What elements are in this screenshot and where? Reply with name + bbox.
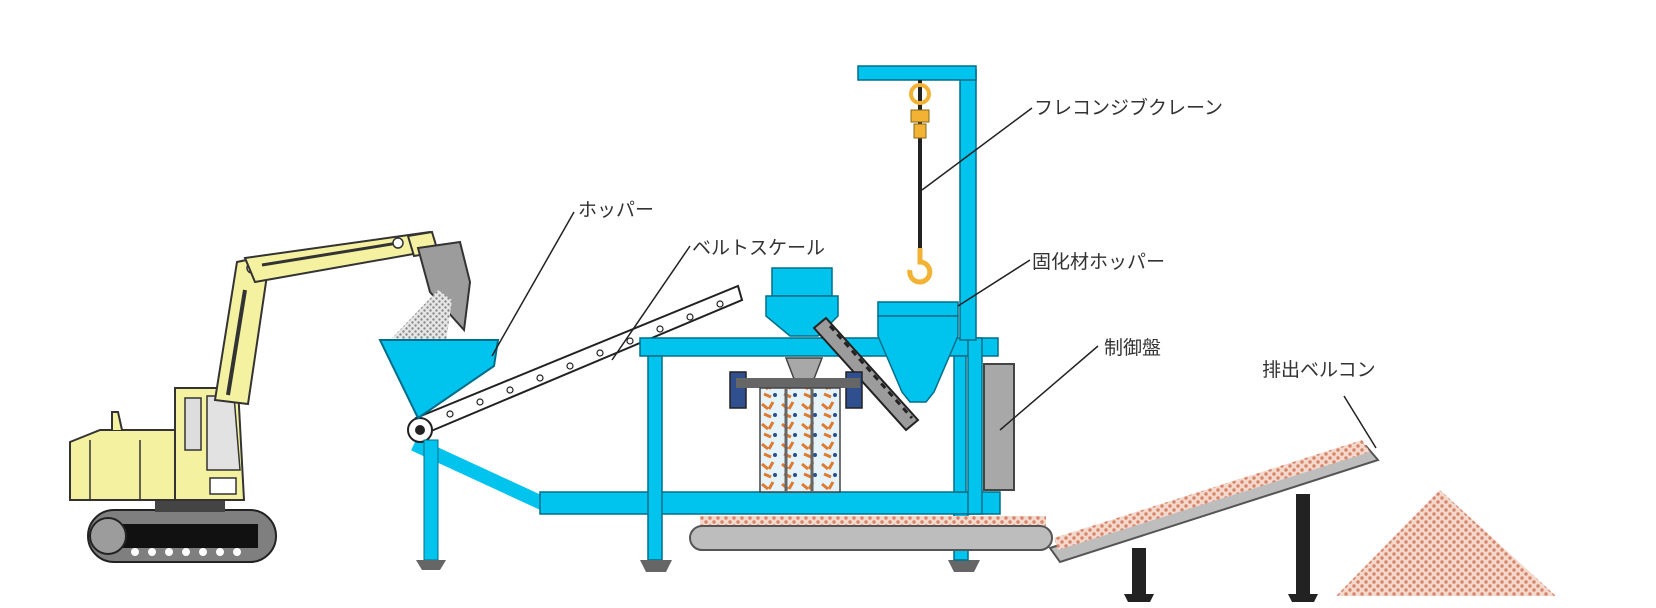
label-belt-scale: ベルトスケール [692, 237, 825, 259]
control-panel [983, 363, 1015, 491]
leader-lines [491, 107, 1377, 449]
excavator-track [87, 509, 277, 563]
main-frame [539, 65, 1001, 561]
belt-conveyor [407, 284, 744, 570]
upper-hook-icon [909, 83, 931, 139]
label-control-panel: 制御盤 [1104, 337, 1161, 359]
feed-hopper [378, 339, 500, 420]
falling-soil [392, 290, 452, 342]
excavator-bucket [416, 240, 472, 333]
discharge-conveyor [1046, 440, 1380, 602]
bottom-conveyor [689, 516, 1053, 551]
excavator-body [69, 387, 246, 512]
jib-crane-hoist [907, 80, 933, 285]
label-discharge-conveyor: 排出ベルコン [1262, 359, 1376, 381]
stockpile [1336, 490, 1556, 596]
excavator-boom [213, 230, 440, 406]
label-solidifier-hopper: 固化材ホッパー [1032, 251, 1165, 273]
mixer [729, 357, 863, 493]
lower-hook-icon [907, 248, 933, 285]
solidifier-hopper [877, 301, 959, 403]
label-jib-crane: フレコンジブクレーン [1034, 96, 1223, 119]
excavator [69, 230, 472, 563]
label-hopper: ホッパー [578, 199, 654, 221]
inner-conveyor [812, 316, 920, 432]
